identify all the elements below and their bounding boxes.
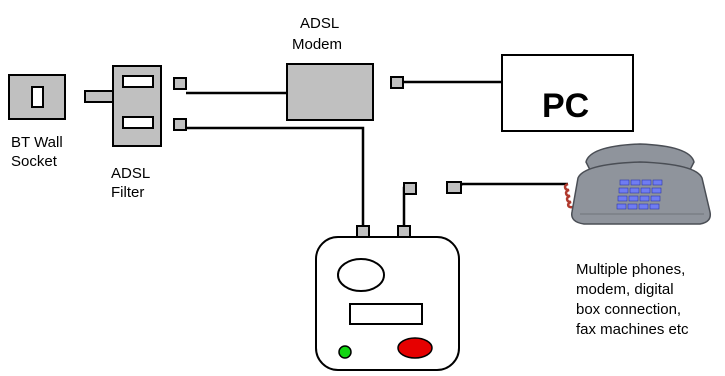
connector-filter-modem bbox=[173, 77, 187, 90]
filter-label-line1: ADSL bbox=[111, 165, 150, 182]
socket-box-red-button bbox=[397, 337, 433, 359]
devices-label-line3: box connection, bbox=[576, 301, 681, 318]
socket-slot bbox=[31, 86, 44, 108]
wire-phone-cord-line bbox=[459, 182, 568, 186]
pc-label: PC bbox=[542, 87, 589, 125]
filter-port-top bbox=[122, 75, 154, 88]
connector-modem-pc bbox=[390, 76, 404, 89]
modem-label-line2: Modem bbox=[292, 36, 342, 53]
phone-coiled-cord bbox=[563, 182, 574, 209]
connector-phone bbox=[446, 181, 462, 194]
adsl-modem bbox=[286, 63, 374, 121]
phone-keypad bbox=[616, 179, 663, 210]
bt-wall-socket bbox=[8, 74, 66, 120]
filter-port-bottom bbox=[122, 116, 154, 129]
pc bbox=[501, 54, 634, 132]
filter-label-line2: Filter bbox=[111, 184, 144, 201]
wire-filter-to-socket-box bbox=[186, 126, 365, 226]
connector-socketbox-in bbox=[356, 225, 370, 238]
adsl-filter bbox=[84, 65, 162, 147]
master-socket-box bbox=[315, 236, 460, 371]
devices-label-line2: modem, digital bbox=[576, 281, 674, 298]
devices-label-line4: fax machines etc bbox=[576, 321, 689, 338]
telephone-icon bbox=[563, 143, 712, 225]
wall-socket-label-line1: BT Wall bbox=[11, 134, 63, 151]
filter-plug-pin bbox=[84, 90, 114, 103]
connector-socketbox-phone-upper bbox=[403, 182, 417, 195]
modem-label-line1: ADSL bbox=[300, 15, 339, 32]
socket-box-green-indicator bbox=[338, 345, 352, 359]
socket-box-display bbox=[349, 303, 423, 325]
wall-socket-label-line2: Socket bbox=[11, 153, 58, 170]
connector-filter-socketbox bbox=[173, 118, 187, 131]
connector-socketbox-out bbox=[397, 225, 411, 238]
devices-label-line1: Multiple phones, bbox=[576, 261, 685, 278]
socket-box-dial bbox=[337, 258, 385, 292]
